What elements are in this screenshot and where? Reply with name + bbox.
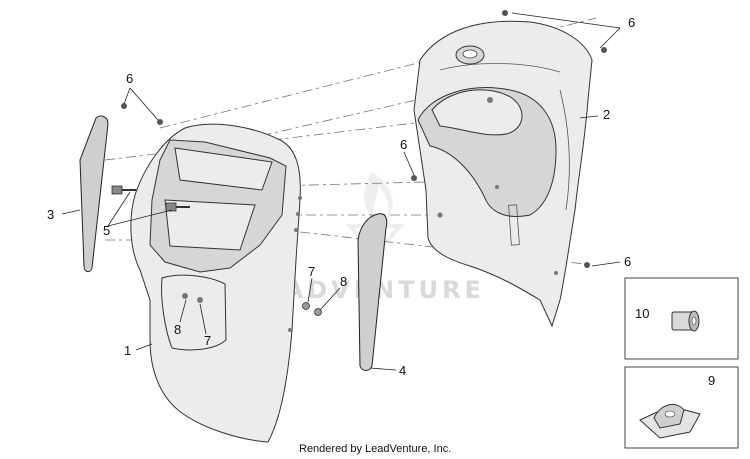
callout-9: 9 <box>708 373 715 388</box>
callout-7-center: 7 <box>308 264 315 279</box>
fasteners <box>111 10 607 316</box>
callout-3: 3 <box>47 207 54 222</box>
callout-6-top-right: 6 <box>628 15 635 30</box>
rivet-nut-part <box>671 310 700 332</box>
callout-6-middle: 6 <box>400 137 407 152</box>
callout-6-bottom-right: 6 <box>624 254 631 269</box>
render-credit: Rendered by LeadVenture, Inc. <box>299 443 451 455</box>
middle-seal-strip <box>357 213 388 371</box>
callout-6-top-left: 6 <box>126 71 133 86</box>
callout-2: 2 <box>603 107 610 122</box>
clip-nut-part <box>639 403 701 439</box>
callout-5: 5 <box>103 223 110 238</box>
callout-1: 1 <box>124 343 131 358</box>
callout-7-left: 7 <box>204 333 211 348</box>
callout-8-center: 8 <box>340 274 347 289</box>
inner-shield-part <box>413 20 593 328</box>
callout-8-left: 8 <box>174 322 181 337</box>
left-seal-strip <box>79 115 109 273</box>
callout-10: 10 <box>635 306 649 321</box>
callout-4: 4 <box>399 363 406 378</box>
front-shield-part <box>130 123 302 443</box>
